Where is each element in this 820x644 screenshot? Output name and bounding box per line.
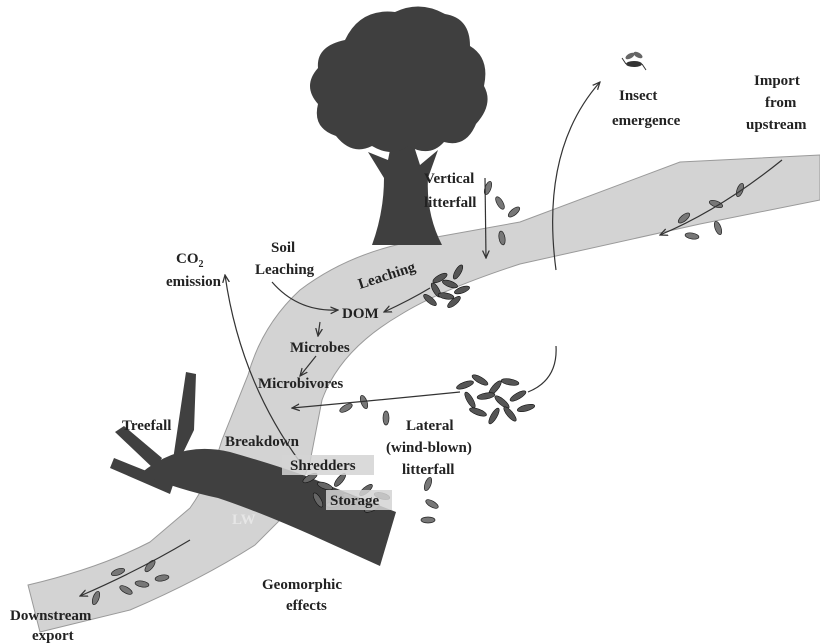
label-dom: DOM — [342, 306, 379, 322]
label-import-1: Import — [754, 73, 800, 89]
label-co2-main: CO — [176, 251, 199, 267]
label-co2: CO2 — [176, 251, 204, 270]
label-vertical-2: litterfall — [424, 195, 476, 211]
label-import-2: from — [765, 95, 797, 111]
label-soil-2: Leaching — [255, 262, 315, 278]
label-co2-sub: 2 — [199, 259, 204, 270]
label-insect-emergence-1: Insect — [619, 88, 657, 104]
label-geomorphic-1: Geomorphic — [262, 577, 342, 593]
label-microbes: Microbes — [290, 340, 350, 356]
label-insect-emergence-2: emergence — [612, 113, 681, 129]
leaf-pack-lateral — [456, 373, 536, 425]
arrow-lateral-curl — [528, 346, 556, 392]
tree-trunk — [368, 140, 442, 245]
label-soil-1: Soil — [271, 240, 295, 256]
label-lateral-1: Lateral — [406, 418, 453, 434]
label-downstream-1: Downstream — [10, 608, 92, 624]
label-treefall: Treefall — [122, 418, 171, 434]
label-storage: Storage — [330, 493, 379, 509]
label-breakdown: Breakdown — [225, 434, 300, 450]
label-shredders: Shredders — [290, 458, 356, 474]
tree-canopy — [310, 6, 488, 152]
label-lateral-3: litterfall — [402, 462, 454, 478]
label-vertical-1: Vertical — [424, 171, 474, 187]
label-microbivores: Microbivores — [258, 376, 343, 392]
insect-icon — [622, 50, 646, 70]
label-lw: LW — [232, 512, 256, 528]
label-import-3: upstream — [746, 117, 807, 133]
label-co2-emission: emission — [166, 274, 222, 290]
label-lateral-2: (wind-blown) — [386, 440, 472, 456]
label-geomorphic-2: effects — [286, 598, 327, 614]
label-downstream-2: export — [32, 628, 74, 644]
